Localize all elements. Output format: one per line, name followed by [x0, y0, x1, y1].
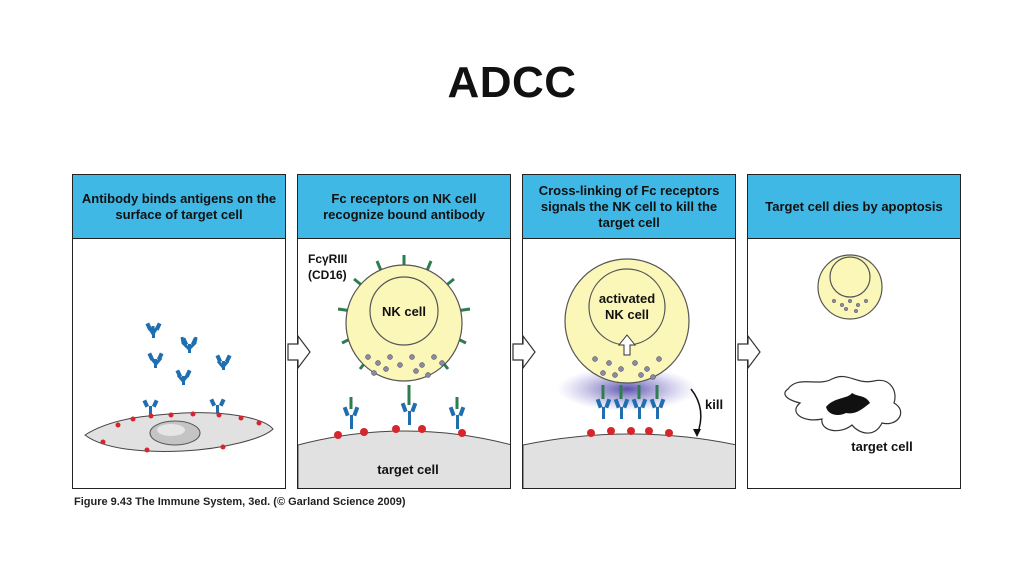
- target-cell-label: target cell: [851, 439, 912, 454]
- panel-3-header: Cross-linking of Fc receptors signals th…: [523, 175, 735, 239]
- antibody-shapes: [142, 322, 232, 415]
- fc-receptor-illustration: FcγRIII (CD16) NK cell target cell: [298, 252, 510, 488]
- panel-cross-linking: Cross-linking of Fc receptors signals th…: [522, 174, 736, 489]
- nk-cell-label: NK cell: [382, 304, 426, 319]
- panel-1-header: Antibody binds antigens on the surface o…: [73, 175, 285, 239]
- step-arrow-icon: [287, 334, 311, 370]
- panel-antibody-binding: Antibody binds antigens on the surface o…: [72, 174, 286, 489]
- cross-linked-receptors: [587, 385, 673, 437]
- cross-linking-illustration: activated NK cell kill: [523, 258, 735, 488]
- granules: [592, 356, 662, 380]
- condensed-nucleus: [826, 393, 870, 415]
- signal-arrow-icon: [617, 334, 637, 356]
- target-cell-surface: [298, 430, 510, 488]
- receptor-label: FcγRIII: [308, 252, 347, 266]
- figure-caption: Figure 9.43 The Immune System, 3ed. (© G…: [74, 496, 406, 508]
- granules: [365, 354, 445, 378]
- apoptosis-illustration: target cell: [784, 254, 913, 454]
- slide-title: ADCC: [447, 58, 577, 107]
- nk-cell-nucleus: [369, 276, 439, 346]
- step-arrow-icon: [737, 334, 761, 370]
- receptor-sublabel: (CD16): [308, 268, 347, 282]
- panel-2-header: Fc receptors on NK cell recognize bound …: [298, 175, 510, 239]
- target-cell-surface: [523, 433, 735, 488]
- antibody-binding-illustration: [84, 322, 274, 453]
- granules: [831, 299, 868, 313]
- panel-fc-receptor-recognition: Fc receptors on NK cell recognize bound …: [297, 174, 511, 489]
- bound-antibody-receptor-pairs: [334, 385, 466, 439]
- nk-cell-label: NK cell: [605, 307, 649, 322]
- kill-label: kill: [705, 397, 723, 412]
- panel-4-header: Target cell dies by apoptosis: [748, 175, 960, 239]
- panel-apoptosis: Target cell dies by apoptosis target cel…: [747, 174, 961, 489]
- nk-cell-nucleus: [829, 256, 871, 298]
- activated-label: activated: [599, 291, 655, 306]
- step-arrow-icon: [512, 334, 536, 370]
- target-cell-label: target cell: [377, 462, 438, 477]
- antigens: [100, 411, 262, 453]
